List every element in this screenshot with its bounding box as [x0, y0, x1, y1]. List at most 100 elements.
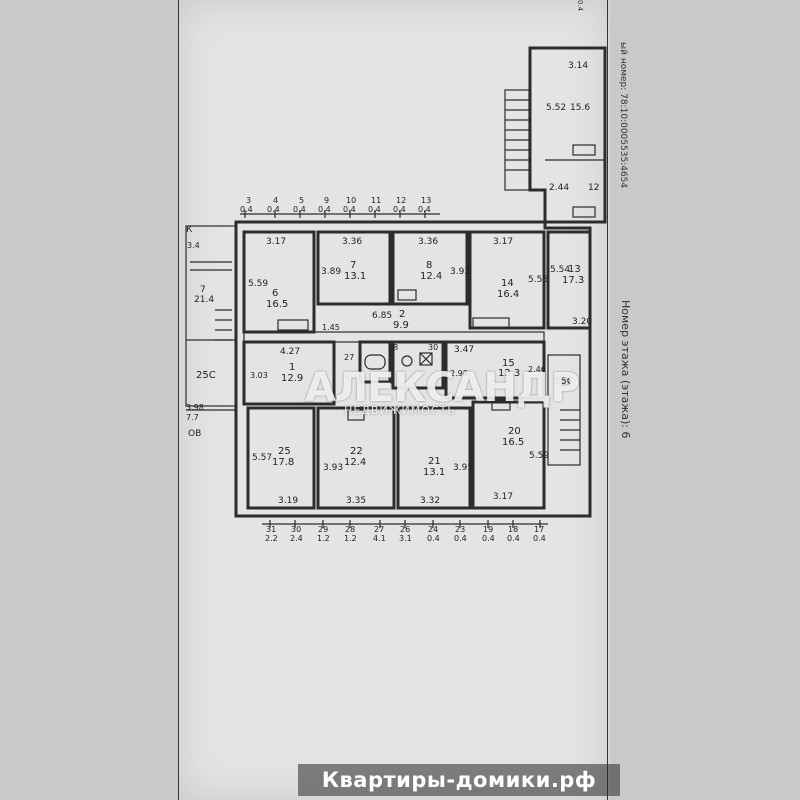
dimension-labels: 3.17 3.36 3.36 3.17 5.59 3.89 3.93 5.55 … [248, 61, 592, 506]
top-num: 9 [324, 196, 329, 205]
room-6-num: 6 [272, 288, 278, 299]
bottom-num: 23 [455, 525, 465, 534]
fixture-boxes [277, 144, 596, 421]
dim-552: 5.52 [546, 103, 566, 113]
room-labels: 6 16.5 7 13.1 8 12.4 14 16.4 13 17.3 1 1… [266, 103, 599, 478]
top-num: 13 [421, 196, 431, 205]
bottom-row-walls [246, 400, 546, 510]
room-20-area: 16.5 [502, 437, 524, 448]
bottom-val: 0.4 [454, 534, 467, 543]
stair-top-right [504, 89, 530, 191]
top-val: 0.4 [318, 205, 331, 214]
bottom-num: 31 [266, 525, 276, 534]
stair-area-num: 7 [200, 285, 206, 295]
room-21-num: 21 [428, 456, 441, 467]
dim-317a: 3.17 [266, 237, 286, 247]
bottom-val: 2.2 [265, 534, 278, 543]
room-13-num: 13 [568, 264, 581, 275]
bottom-num: 28 [345, 525, 355, 534]
dim-559a: 5.59 [248, 279, 268, 289]
room-20-num: 20 [508, 426, 521, 437]
dim-557: 5.57 [252, 453, 272, 463]
dim-427: 4.27 [280, 347, 300, 357]
bottom-val: 0.4 [427, 534, 440, 543]
room-13-area: 17.3 [562, 275, 584, 286]
room-8-num: 8 [426, 260, 432, 271]
room-22-num: 22 [350, 446, 363, 457]
bottom-val: 1.2 [317, 534, 330, 543]
top-num: 4 [273, 196, 278, 205]
bottom-val: 0.4 [533, 534, 546, 543]
site-banner: Квартиры-домики.рф [298, 764, 620, 796]
dim-246: 2.46 [528, 365, 546, 374]
bottom-num: 24 [428, 525, 438, 534]
room-15-num: 15 [502, 358, 515, 369]
room-1-area: 12.9 [281, 373, 303, 384]
dim-393: 3.93 [450, 267, 470, 277]
dim-303: 3.03 [250, 371, 268, 380]
room-14-num: 14 [501, 278, 514, 289]
top-val: 0.4 [293, 205, 306, 214]
dim-347: 3.47 [454, 345, 474, 355]
stair-dim: 3.4 [187, 241, 200, 250]
top-num: 3 [246, 196, 251, 205]
bottom-num: 26 [400, 525, 410, 534]
stair-left [185, 225, 237, 411]
dim-319: 3.19 [278, 496, 298, 506]
bottom-num: 17 [534, 525, 544, 534]
stair-right-lower [547, 354, 581, 466]
bottom-val: 1.2 [344, 534, 357, 543]
top-scale: 3 0.4 4 0.4 5 0.4 9 0.4 10 0.4 11 0.4 12… [240, 196, 431, 214]
bottom-val: 2.4 [290, 534, 303, 543]
room-22-area: 12.4 [344, 457, 366, 468]
num-27: 27 [344, 353, 354, 362]
dim-317b: 3.17 [493, 237, 513, 247]
lower-left-val: 7.7 [186, 413, 199, 422]
frame-left-edge [178, 0, 179, 800]
bathroom-fixtures [364, 352, 433, 370]
dim-244: 2.44 [549, 183, 569, 193]
dim-555: 5.55 [528, 275, 548, 285]
top-val: 0.4 [418, 205, 431, 214]
axis-ov: ОВ [188, 429, 201, 439]
sheet-frame [178, 0, 608, 800]
bottom-val: 0.4 [482, 534, 495, 543]
room-16-area: 15.6 [570, 103, 590, 113]
stair-area-val: 21.4 [194, 295, 214, 305]
dim-554: 5.54 [550, 265, 570, 275]
section-25c-right: 25С [554, 376, 574, 387]
room-12-num: 12 [588, 183, 599, 193]
plan-sheet [178, 0, 610, 800]
room-21-area: 13.1 [423, 467, 445, 478]
section-25c-left: 25С [196, 370, 216, 381]
top-val: 0.4 [368, 205, 381, 214]
room-7-num: 7 [350, 260, 356, 271]
dim-395: 3.95 [453, 463, 473, 473]
room-2-num: 2 [399, 309, 405, 320]
bottom-val: 0.4 [507, 534, 520, 543]
room-6-area: 16.5 [266, 299, 288, 310]
dim-335: 3.35 [346, 496, 366, 506]
room-8-area: 12.4 [420, 271, 442, 282]
top-row-walls [242, 230, 592, 334]
num-28: 28 [388, 343, 398, 352]
top-val: 0.4 [267, 205, 280, 214]
room-25-area: 17.8 [272, 457, 294, 468]
top-num: 12 [396, 196, 406, 205]
top-val: 0.4 [393, 205, 406, 214]
dim-336a: 3.36 [342, 237, 362, 247]
dim-336b: 3.36 [418, 237, 438, 247]
window-ticks-bottom [262, 520, 548, 528]
top-val: 0.4 [343, 205, 356, 214]
room-15-area: 12.3 [498, 368, 520, 379]
room-25-num: 25 [278, 446, 291, 457]
bottom-scale: 31 2.2 30 2.4 29 1.2 28 1.2 27 4.1 26 3.… [265, 525, 546, 543]
room-7-area: 13.1 [344, 271, 366, 282]
dim-320: 3.20 [572, 317, 592, 327]
dim-389: 3.89 [321, 267, 341, 277]
top-val: 0.4 [240, 205, 253, 214]
window-ticks-top [240, 210, 440, 218]
frame-right-edge [607, 0, 608, 800]
dim-314: 3.14 [568, 61, 588, 71]
